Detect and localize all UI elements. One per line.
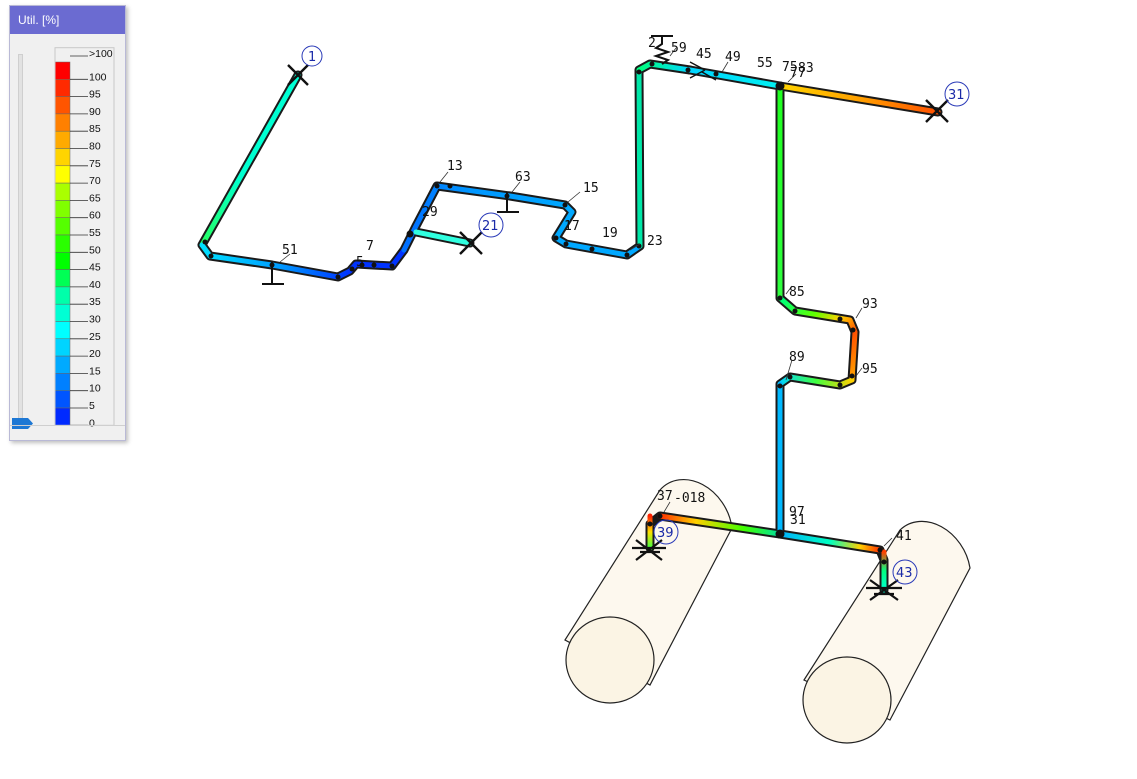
vessel-left — [564, 478, 733, 704]
legend-tick-label: 50 — [89, 244, 101, 256]
legend-tick-label: 20 — [89, 348, 101, 360]
node-label-97: 97 — [789, 505, 805, 520]
node-label-7: 7 — [366, 239, 374, 254]
label-leaders — [279, 47, 893, 547]
legend-footer — [10, 425, 125, 440]
legend-tick-label: 70 — [89, 175, 101, 187]
node-label-95: 95 — [862, 362, 878, 377]
node-label-17: 17 — [564, 219, 580, 234]
support-label-31: 31 — [948, 88, 965, 103]
legend-tick-label: >100 — [89, 48, 113, 60]
vessel-right — [802, 520, 971, 744]
node-label-37: 37 — [657, 489, 673, 504]
legend-tick-label: 65 — [89, 192, 101, 204]
node-label-55: 55 — [757, 56, 773, 71]
node-label-018: -018 — [674, 491, 705, 506]
legend-tick-label: 40 — [89, 279, 101, 291]
legend-tick-label: 95 — [89, 89, 101, 101]
support-label-39: 39 — [657, 526, 674, 541]
node-label-31b: 31 — [790, 513, 806, 528]
support-symbols — [262, 35, 949, 601]
support-label-text: 1 21 31 39 43 — [308, 50, 965, 581]
legend-color-scale: >100100959085807570656055504540353025201… — [54, 47, 115, 429]
node-label-77: 77 — [790, 66, 806, 81]
legend-slider-handle[interactable] — [12, 418, 34, 429]
node-label-85: 85 — [789, 285, 805, 300]
node-label-93: 93 — [862, 297, 878, 312]
node-label-59: 59 — [671, 41, 687, 56]
node-label-83: 83 — [798, 61, 814, 76]
legend-tick-label: 90 — [89, 106, 101, 118]
node-label-5: 5 — [356, 255, 364, 270]
legend-tick-label: 10 — [89, 383, 101, 395]
legend-tick-label: 45 — [89, 262, 101, 274]
node-label-23: 23 — [647, 234, 663, 249]
legend-tick-label: 75 — [89, 158, 101, 170]
legend-tick-label: 25 — [89, 331, 101, 343]
legend-tick-label: 0 — [89, 417, 95, 429]
legend-tick-label: 80 — [89, 141, 101, 153]
legend-title: Util. [%] — [10, 6, 125, 34]
pipe-network[interactable] — [197, 59, 943, 595]
legend-tick-label: 5 — [89, 400, 95, 412]
legend-tick-label: 55 — [89, 227, 101, 239]
node-label-13: 13 — [447, 159, 463, 174]
legend-tick-label: 30 — [89, 314, 101, 326]
node-label-49: 49 — [725, 50, 741, 65]
support-label-1: 1 — [308, 50, 316, 65]
support-label-43: 43 — [896, 566, 913, 581]
legend-tick-label: 15 — [89, 365, 101, 377]
legend-tick-label: 85 — [89, 123, 101, 135]
node-label-15: 15 — [583, 181, 599, 196]
support-label-21: 21 — [482, 219, 499, 234]
node-markers — [202, 61, 887, 565]
node-label-45: 45 — [696, 47, 712, 62]
node-label-89: 89 — [789, 350, 805, 365]
legend-tick-label: 60 — [89, 210, 101, 222]
node-label-75: 75 — [782, 60, 798, 75]
node-label-2: 2 — [648, 36, 656, 51]
support-labels — [301, 45, 970, 585]
node-labels: 51 7 5 13 63 15 17 19 23 2 59 45 49 55 7… — [282, 36, 912, 544]
node-label-19: 19 — [602, 226, 618, 241]
node-label-63: 63 — [515, 170, 531, 185]
node-label-51: 51 — [282, 243, 298, 258]
legend-tick-label: 100 — [89, 71, 107, 83]
node-label-41: 41 — [896, 529, 912, 544]
legend-tick-label: 35 — [89, 296, 101, 308]
node-label-29: 29 — [422, 205, 438, 220]
